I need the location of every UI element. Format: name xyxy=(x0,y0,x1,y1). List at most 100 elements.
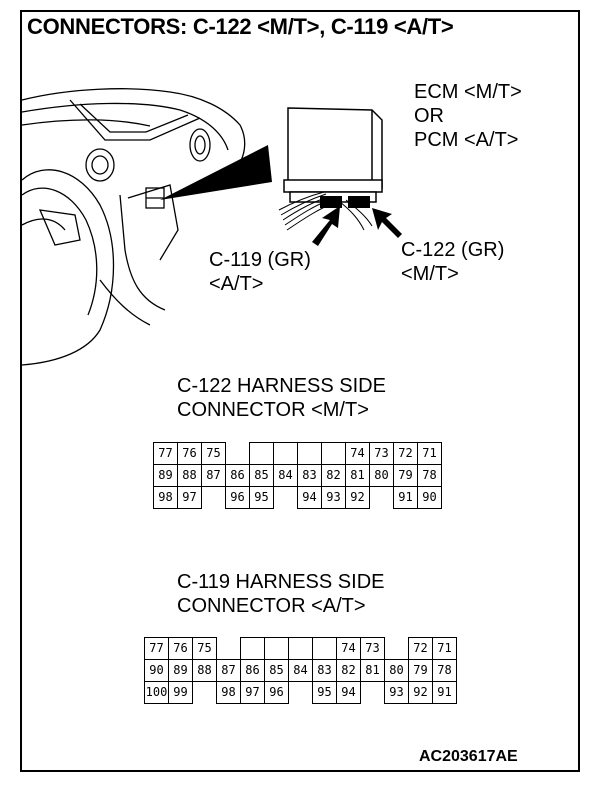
figure-frame xyxy=(20,10,580,772)
connector-pin xyxy=(264,637,289,660)
connector-pin: 72 xyxy=(408,637,433,660)
connector-pin: 90 xyxy=(417,486,442,509)
connector-pin xyxy=(273,442,298,465)
arrow-c122 xyxy=(372,208,402,238)
connector-pin: 97 xyxy=(177,486,202,509)
connector-pin xyxy=(193,682,217,704)
connector-pin xyxy=(361,682,385,704)
connector-pin: 75 xyxy=(201,442,226,465)
connector-pin: 93 xyxy=(321,486,346,509)
dashboard-outline xyxy=(21,88,246,189)
c122-caption-line2: CONNECTOR <M/T> xyxy=(177,399,369,421)
connector-pin: 79 xyxy=(393,464,418,487)
steering-wheel xyxy=(21,169,115,366)
callout-c119-line1: C-119 (GR) xyxy=(209,249,311,271)
ecm-label-line2: OR xyxy=(414,105,444,127)
connector-pin: 76 xyxy=(177,442,202,465)
connector-pin: 74 xyxy=(345,442,370,465)
connector-pin xyxy=(226,443,250,465)
connector-pin: 92 xyxy=(408,681,433,704)
callout-wedge xyxy=(160,145,272,200)
connector-pin: 88 xyxy=(177,464,202,487)
vent-right xyxy=(189,128,211,162)
connector-pin: 72 xyxy=(393,442,418,465)
connector-pin: 93 xyxy=(384,681,409,704)
connector-pin: 71 xyxy=(417,442,442,465)
connector-pin: 71 xyxy=(432,637,457,660)
connector-pin: 73 xyxy=(360,637,385,660)
connector-pin: 81 xyxy=(360,659,385,682)
connector-pin: 84 xyxy=(273,464,298,487)
connector-pin: 94 xyxy=(297,486,322,509)
figure-title: CONNECTORS: C-122 <M/T>, C-119 <A/T> xyxy=(27,14,454,39)
connector-pin: 99 xyxy=(168,681,193,704)
arrow-c119 xyxy=(312,206,340,246)
connector-pin xyxy=(274,487,298,509)
connector-pin: 75 xyxy=(192,637,217,660)
connector-pin: 85 xyxy=(264,659,289,682)
callout-c119-line2: <A/T> xyxy=(209,273,264,295)
connector-pin xyxy=(312,637,337,660)
figure-code: AC203617AE xyxy=(419,748,518,765)
connector-pin: 100 xyxy=(144,681,169,704)
connector-pin xyxy=(385,638,409,660)
connector-pin xyxy=(297,442,322,465)
connector-pin: 86 xyxy=(240,659,265,682)
connector-pin: 73 xyxy=(369,442,394,465)
callout-c122: C-122 (GR) <M/T> xyxy=(401,238,504,286)
connector-pin xyxy=(321,442,346,465)
connector-pin: 85 xyxy=(249,464,274,487)
connector-pin: 80 xyxy=(369,464,394,487)
connector-pin: 92 xyxy=(345,486,370,509)
connector-pin: 97 xyxy=(240,681,265,704)
connector-pin xyxy=(249,442,274,465)
connector-pin: 96 xyxy=(225,486,250,509)
connector-pin: 89 xyxy=(153,464,178,487)
connector-pin: 89 xyxy=(168,659,193,682)
connector-pin: 83 xyxy=(312,659,337,682)
c119-caption: C-119 HARNESS SIDE CONNECTOR <A/T> xyxy=(177,570,384,618)
callout-c119: C-119 (GR) <A/T> xyxy=(209,248,311,296)
connector-pin: 78 xyxy=(417,464,442,487)
connector-pin: 77 xyxy=(153,442,178,465)
connector-pin: 82 xyxy=(321,464,346,487)
connector-pin: 76 xyxy=(168,637,193,660)
c122-caption: C-122 HARNESS SIDE CONNECTOR <M/T> xyxy=(177,374,386,422)
connector-pin xyxy=(288,637,313,660)
connector-pin: 84 xyxy=(288,659,313,682)
connector-pin: 79 xyxy=(408,659,433,682)
connector-pin: 90 xyxy=(144,659,169,682)
connector-pin: 96 xyxy=(264,681,289,704)
ecm-label-line3: PCM <A/T> xyxy=(414,129,519,151)
connector-pin: 86 xyxy=(225,464,250,487)
c122-caption-line1: C-122 HARNESS SIDE xyxy=(177,375,386,397)
ecm-box xyxy=(283,107,383,203)
vent-left xyxy=(85,148,115,182)
connector-pin: 91 xyxy=(432,681,457,704)
ecm-label-line1: ECM <M/T> xyxy=(414,81,522,103)
connector-pin: 98 xyxy=(216,681,241,704)
connector-pin: 80 xyxy=(384,659,409,682)
callout-c122-line1: C-122 (GR) xyxy=(401,239,505,261)
connector-pin xyxy=(240,637,265,660)
connector-pin: 98 xyxy=(153,486,178,509)
connector-pin: 94 xyxy=(336,681,361,704)
connector-pin: 95 xyxy=(312,681,337,704)
connector-pin: 83 xyxy=(297,464,322,487)
c119-caption-line1: C-119 HARNESS SIDE xyxy=(177,571,385,593)
connector-pin: 74 xyxy=(336,637,361,660)
connector-pin: 81 xyxy=(345,464,370,487)
connector-pin: 91 xyxy=(393,486,418,509)
ecm-label: ECM <M/T> OR PCM <A/T> xyxy=(414,80,522,152)
connector-pin: 78 xyxy=(432,659,457,682)
connector-pin: 82 xyxy=(336,659,361,682)
c119-caption-line2: CONNECTOR <A/T> xyxy=(177,595,366,617)
connector-pin xyxy=(289,682,313,704)
